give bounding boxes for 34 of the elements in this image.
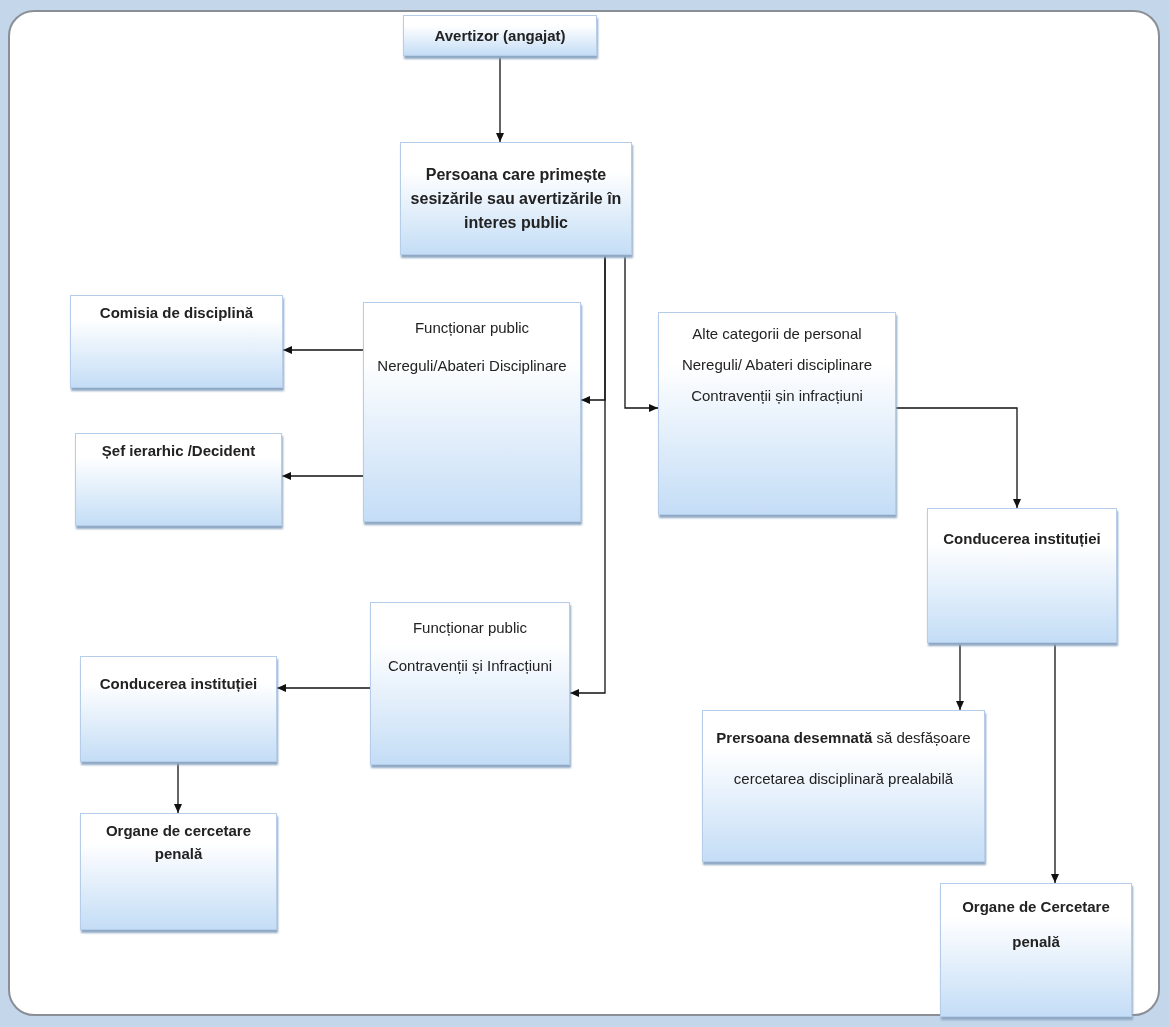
arrow: [895, 407, 1021, 509]
box-text: Organe de Cercetare penală: [961, 897, 1111, 952]
process-box: [370, 602, 570, 765]
arrow: [174, 761, 182, 814]
process-box: [403, 15, 597, 56]
process-box: [75, 433, 282, 526]
process-box: [927, 508, 1117, 643]
arrow: [276, 684, 371, 692]
process-box: [400, 142, 632, 255]
process-box: [702, 710, 985, 862]
box-text: Funcționar public Contravenții și Infracțiuni: [386, 618, 554, 676]
process-box: [658, 312, 896, 515]
box-text: Comisia de disciplină: [99, 303, 254, 323]
box-text: Avertizor (angajat): [434, 25, 566, 46]
process-box: [70, 295, 283, 388]
box-text: Funcționar public Nereguli/Abateri Disciplinare: [376, 318, 568, 377]
box-text: Persoana care primește sesizările sau avertizările în interes public: [409, 164, 623, 233]
box-text: Conducerea instituției: [943, 529, 1101, 549]
arrow: [282, 346, 364, 354]
arrow: [496, 55, 504, 143]
arrow: [1051, 642, 1059, 884]
box-text: Conducerea instituției: [99, 674, 258, 694]
box-text: Organe de cercetare penală: [104, 821, 253, 864]
arrow: [624, 254, 659, 412]
arrow: [281, 472, 364, 480]
box-text: Alte categorii de personal Nereguli/ Abateri disciplinare Contravenții șin infracțiuni: [680, 324, 874, 406]
arrow: [956, 642, 964, 711]
box-text: Prersoana desemnată să desfășoare cercetarea disciplinară prealabilă: [715, 728, 972, 790]
arrow: [569, 254, 606, 697]
process-box: [80, 656, 277, 762]
process-box: [80, 813, 277, 930]
box-text: Șef ierarhic /Decident: [101, 441, 256, 461]
process-box: [940, 883, 1132, 1017]
process-box: [363, 302, 581, 522]
